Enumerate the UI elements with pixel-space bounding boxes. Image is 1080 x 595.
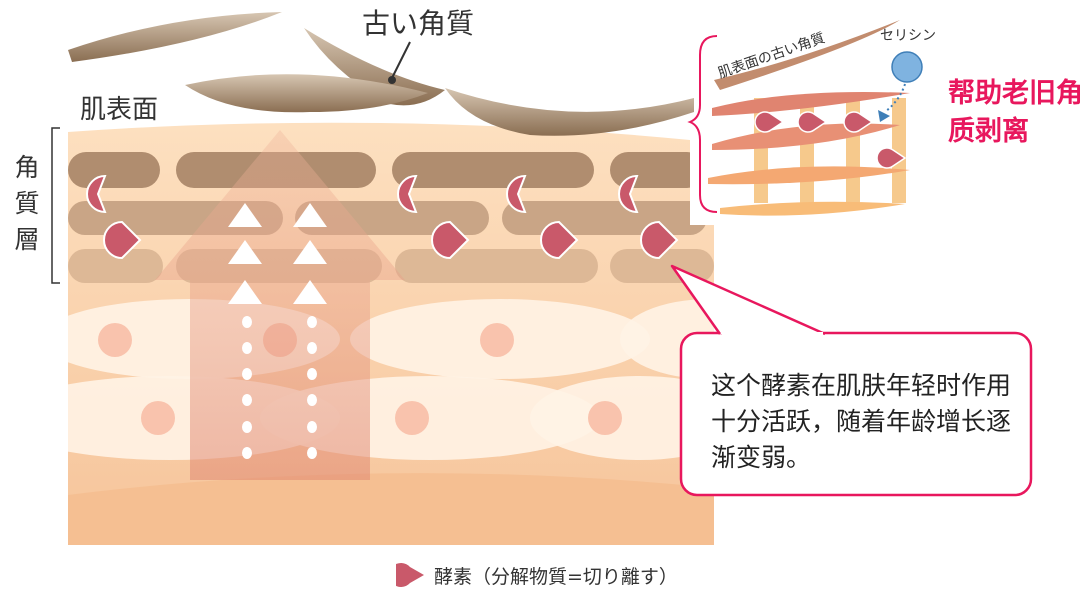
callout-bubble [670, 264, 1033, 497]
inset-caption: 帮助老旧角质剥离 [948, 78, 1080, 147]
inset-enzyme-icon [754, 111, 907, 169]
callout-text: 这个酵素在肌肤年轻时作用十分活跃，随着年龄增长逐渐变弱。 [711, 371, 1012, 472]
legend-enzyme-icon [396, 563, 424, 587]
old-stratum-corneum-flakes [68, 12, 694, 136]
stratum-corneum-row-middle [68, 201, 707, 235]
arrow-dots [242, 316, 317, 459]
legend: 酵素（分解物質=切り離す） [396, 560, 678, 590]
cell-nucleus [98, 323, 622, 435]
old-stratum-corneum-label: 古い角質 [362, 7, 475, 40]
upward-arrow [155, 130, 405, 480]
layer-bracket [51, 127, 60, 284]
inset-bracket [687, 35, 718, 213]
legend-text: 酵素（分解物質=切り離す） [434, 565, 678, 588]
arrow-triangle [228, 203, 327, 304]
pointer-line [388, 41, 411, 84]
skin-surface-label: 肌表面 [80, 95, 159, 125]
enzyme-icon [86, 174, 679, 260]
stratum-corneum-label: 角質層 [14, 153, 40, 254]
inset-enzyme-label: セリシン [880, 28, 936, 44]
inset-illustration [708, 20, 923, 216]
